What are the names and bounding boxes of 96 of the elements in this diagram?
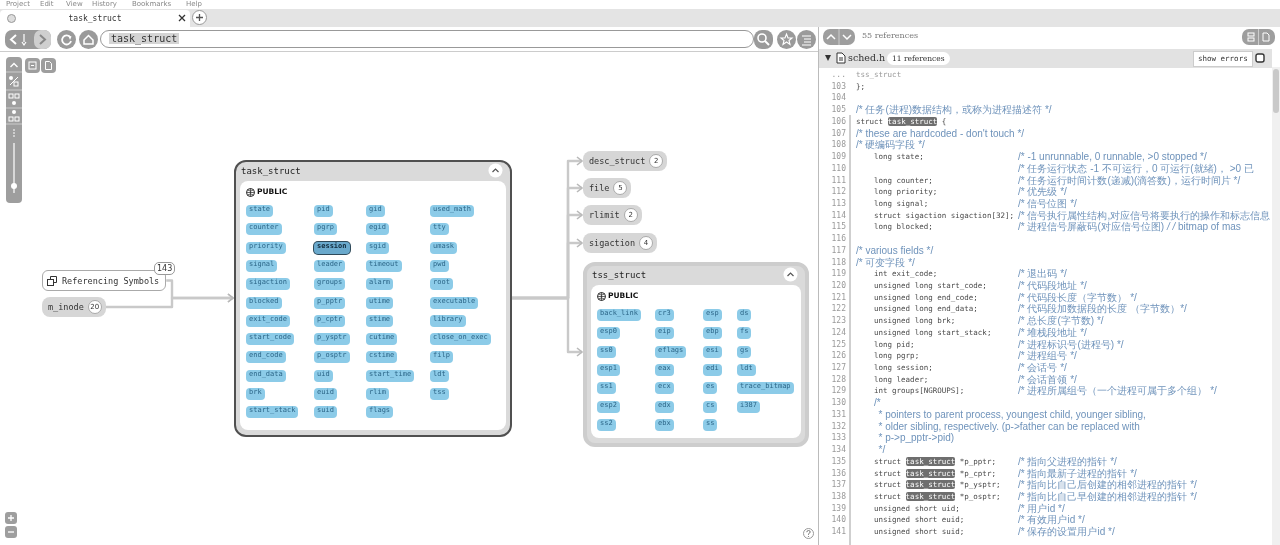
line-number: 112	[830, 186, 846, 198]
line-number: ...	[830, 69, 846, 81]
code-comment: /* 信号位图 */	[1018, 197, 1077, 210]
code-comment: /* 指向比自己早创建的相邻进程的指针 */	[1018, 490, 1197, 503]
code-comment: /* 保存的设置用户id */	[1018, 526, 1115, 538]
line-number: 126	[830, 350, 846, 362]
code-comment: /* various fields */	[856, 244, 934, 257]
node-label: m_inode	[48, 302, 84, 312]
code-comment: /*	[874, 397, 881, 409]
code-comment: /* 堆栈段地址 */	[1018, 326, 1087, 339]
line-number: 111	[830, 174, 846, 187]
line-number: 124	[830, 326, 846, 339]
code-comment: * p->p_pptr->pid)	[878, 432, 955, 444]
code-comment: /* 进程标识号(进程号) */	[1018, 338, 1124, 350]
node-label: Referencing Symbols	[62, 275, 160, 286]
code-comment: /* 任务运行时间计数(递减)(滴答数)，运行时间片 */	[1018, 174, 1241, 186]
line-number: 120	[830, 280, 846, 292]
file-name: sched.h	[848, 52, 886, 64]
reference-count: 55 references	[862, 31, 918, 40]
connector-arrow	[512, 296, 583, 357]
line-number: 138	[830, 490, 846, 503]
line-number: 136	[830, 467, 846, 480]
line-number: 114	[830, 209, 846, 222]
line-number: 117	[830, 244, 846, 257]
code-comment: /* 进程信号屏蔽码(对应信号位图) / / bitmap of mas	[1018, 221, 1241, 234]
code-comment: /* 用户id */	[1018, 502, 1065, 514]
line-number: 127	[830, 362, 846, 374]
code-comment: /* 指向父进程的指针 */	[1018, 455, 1117, 468]
node-label: sigaction	[589, 238, 636, 248]
line-number: 135	[830, 455, 846, 468]
line-number: 106	[830, 115, 846, 128]
code-comment: /* 代码段长度（字节数） */	[1018, 291, 1137, 304]
line-number: 108	[830, 139, 846, 151]
line-number: 125	[830, 338, 846, 351]
line-number: 137	[830, 479, 846, 491]
code-comment: /* -1 unrunnable, 0 runnable, >0 stopped */	[1018, 151, 1207, 163]
code-comment: /* 会话号 */	[1018, 362, 1067, 374]
line-number: 103	[830, 80, 846, 93]
code-comment: /* 信号执行属性结构,对应信号将要执行的操作和标志信息	[1018, 209, 1271, 221]
line-number: 130	[830, 397, 846, 409]
code-comment: /* 任务(进程)数据结构，或称为进程描述符 */	[856, 104, 1052, 116]
symbol-node	[583, 178, 632, 198]
line-number: 109	[830, 151, 846, 163]
line-number: 113	[830, 197, 846, 210]
line-number: 133	[830, 432, 846, 444]
line-number: 132	[830, 420, 846, 433]
code-comment: /* 有效用户id */	[1018, 514, 1085, 527]
line-number: 116	[830, 233, 846, 245]
class-box	[583, 262, 809, 447]
symbol-node	[583, 151, 668, 171]
node-label: file	[589, 183, 610, 193]
code-comment: /* 进程所属组号（一个进程可属于多个组） */	[1018, 385, 1217, 398]
line-number: 121	[830, 291, 846, 304]
code-comment: /* 代码段加数据段的长度 （字节数）*/	[1018, 303, 1187, 315]
symbol-node	[583, 205, 642, 225]
line-number: 122	[830, 303, 846, 316]
code-comment: /* 指向最新子进程的指针 */	[1018, 467, 1137, 479]
class-name: tss_struct	[592, 270, 647, 280]
line-number: 140	[830, 514, 846, 527]
line-number: 119	[830, 268, 846, 280]
code-comment: /* 优先级 */	[1018, 186, 1067, 198]
line-number: 131	[830, 408, 846, 421]
count-badge: 143	[153, 262, 176, 275]
connector-arrow	[105, 293, 234, 309]
symbol-node	[583, 233, 658, 253]
line-number: 134	[830, 444, 846, 456]
code-comment: /* these are hardcoded - don't touch */	[856, 127, 1025, 139]
line-number: 105	[830, 104, 846, 116]
code-comment: * pointers to parent process, youngest child, younger sibling,	[878, 408, 1146, 421]
line-number: 139	[830, 502, 846, 515]
line-number: 115	[830, 221, 846, 234]
code-comment: /* 代码段地址 */	[1018, 280, 1087, 292]
line-number: 129	[830, 385, 846, 398]
code-comment: /* 硬编码字段 */	[856, 139, 925, 151]
line-number: 118	[830, 256, 846, 269]
search-field: task_struct	[100, 30, 754, 48]
line-number: 104	[830, 92, 846, 105]
code-comment: * older sibling, respectively. (p->father can be replaced with	[878, 420, 1140, 433]
code-comment: /* 指向比自己后创建的相邻进程的指针 */	[1018, 479, 1197, 491]
line-number: 128	[830, 373, 846, 386]
code-comment: /* 退出码 */	[1018, 268, 1067, 280]
line-number: 107	[830, 127, 846, 140]
code-comment: */	[878, 444, 886, 456]
line-number: 141	[830, 526, 846, 538]
node-label: desc_struct	[589, 156, 646, 166]
code-comment: /* 可变字段 */	[856, 256, 915, 269]
code-comment: /* 会话首领 */	[1018, 373, 1077, 386]
node-label: rlimit	[589, 210, 620, 220]
class-name: task_struct	[241, 166, 301, 176]
line-number: 123	[830, 315, 846, 327]
symbol-node	[42, 297, 106, 317]
code-comment: /* 总长度(字节数) */	[1018, 315, 1104, 327]
code-comment: /* 进程组号 */	[1018, 350, 1077, 362]
tab: task_struct	[0, 10, 190, 27]
line-number: 110	[830, 162, 846, 175]
code-comment: /* 任务运行状态 -1 不可运行，0 可运行(就绪)， >0 已	[1018, 162, 1254, 175]
